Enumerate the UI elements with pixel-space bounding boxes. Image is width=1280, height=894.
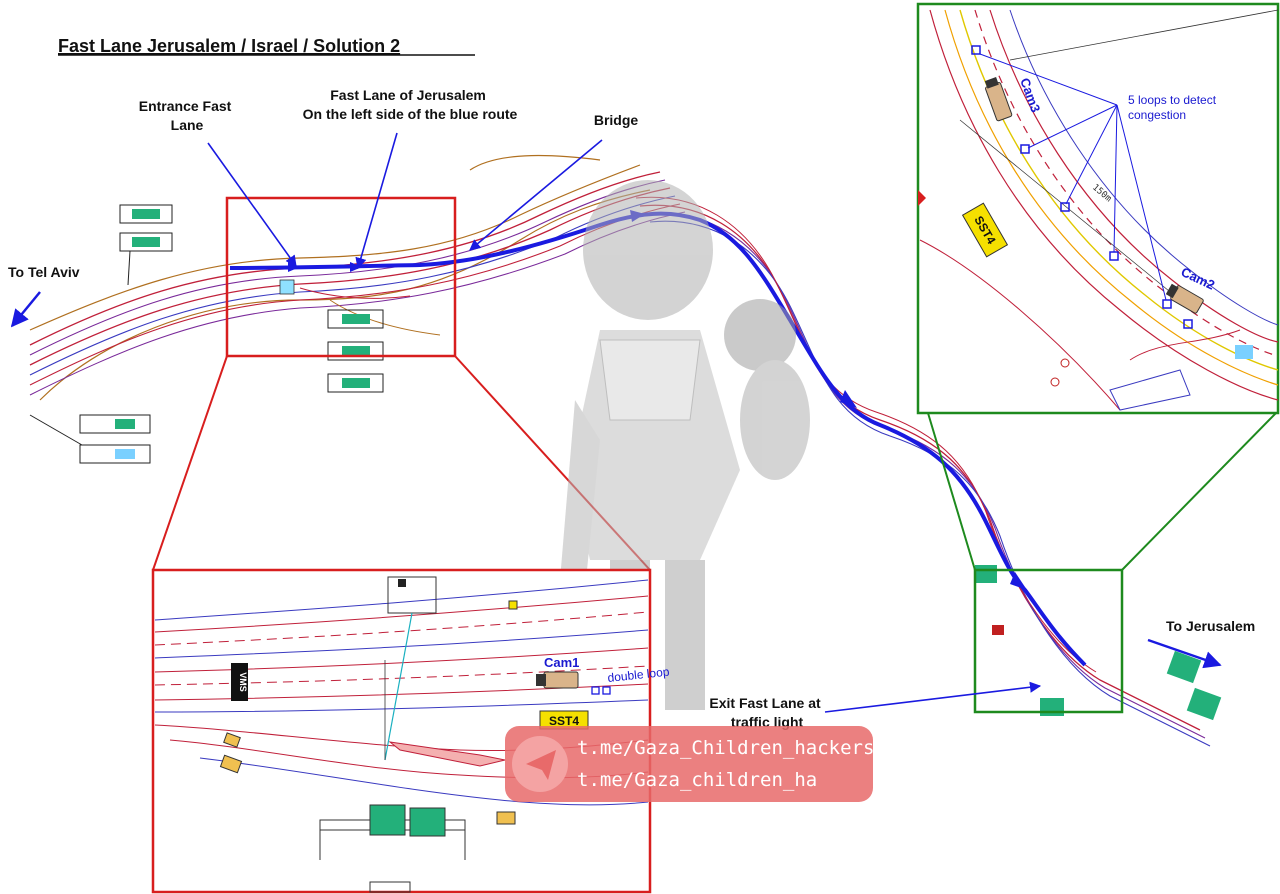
- main-road-map: [29, 154, 686, 401]
- label-exit: Exit Fast Lane at traffic light: [709, 695, 824, 730]
- page-title: Fast Lane Jerusalem / Israel / Solution …: [58, 36, 400, 56]
- fast-lane-route: [229, 211, 1087, 667]
- svg-text:SST4: SST4: [549, 714, 579, 728]
- cam1-icon: [536, 671, 579, 689]
- inset-bottom: VMS Cam1 double loop SST4: [151, 568, 671, 894]
- label-fast-lane: Fast Lane of Jerusalem On the left side …: [303, 87, 518, 122]
- gantry-symbols: [29, 204, 1222, 721]
- loops-note: 5 loops to detect congestion: [1128, 93, 1219, 122]
- inset-top-right: 5 loops to detect congestion 150m Cam3 C…: [916, 2, 1280, 415]
- double-loop-label: double loop: [607, 665, 671, 685]
- label-jerusalem: To Jerusalem: [1166, 618, 1255, 634]
- svg-text:t.me/Gaza_children_ha: t.me/Gaza_children_ha: [577, 769, 817, 791]
- label-bridge: Bridge: [594, 112, 639, 128]
- label-entrance: Entrance Fast Lane: [139, 98, 235, 133]
- zoom-frame-green: [973, 568, 1124, 714]
- svg-text:t.me/Gaza_Children_hackers: t.me/Gaza_Children_hackers: [577, 737, 874, 759]
- cam3-icon: [984, 77, 1013, 122]
- sst4-badge-bottom: SST4: [539, 710, 589, 730]
- label-tel-aviv: To Tel Aviv: [8, 264, 80, 280]
- cam1-label: Cam1: [544, 655, 579, 670]
- route-east: [635, 196, 1211, 747]
- cam2-icon: [1165, 283, 1204, 314]
- watermark-banner: t.me/Gaza_Children_hackers t.me/Gaza_chi…: [505, 726, 874, 802]
- vms-sign: VMS: [231, 663, 248, 701]
- svg-text:VMS: VMS: [238, 672, 248, 692]
- zoom-frame-red: [225, 196, 457, 358]
